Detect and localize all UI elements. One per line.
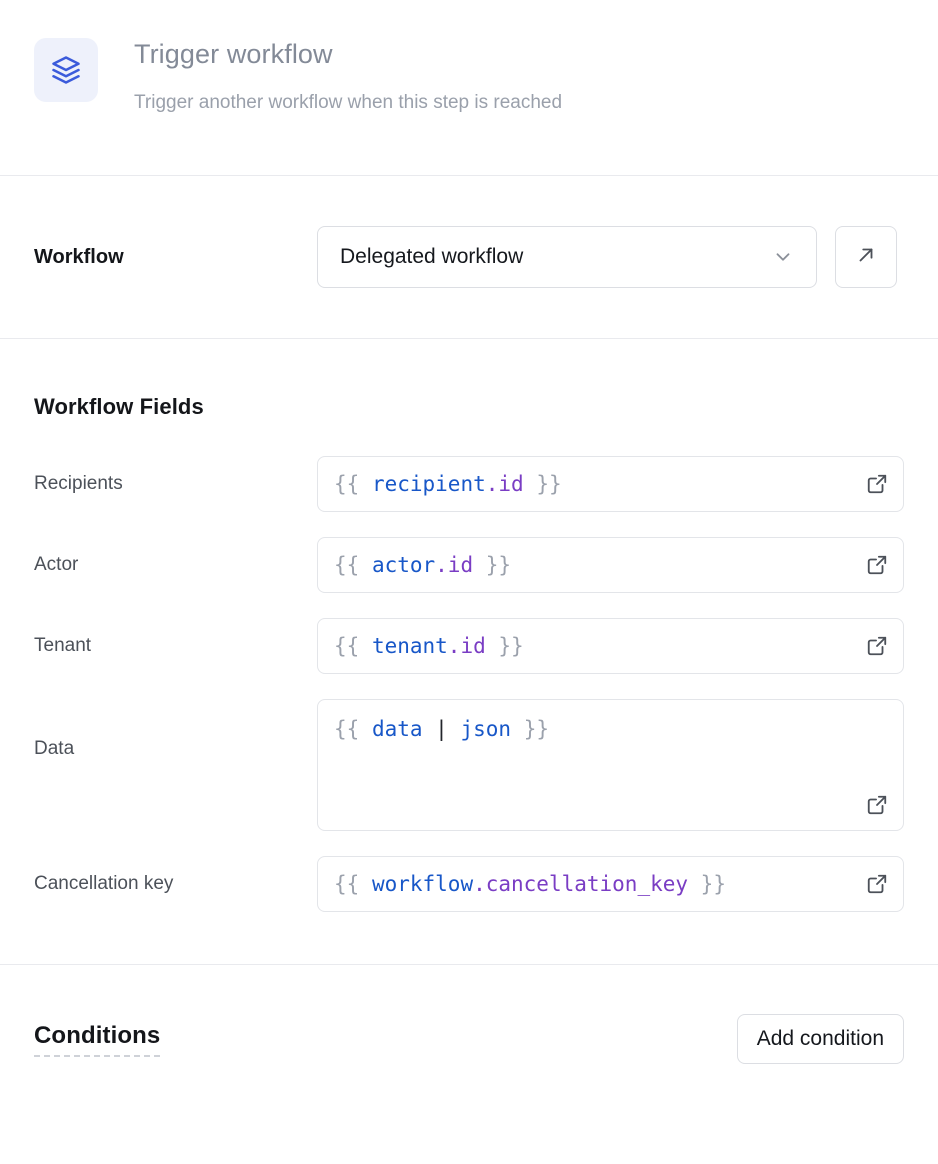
template-value: {{ workflow.cancellation_key }} bbox=[334, 872, 726, 896]
page-subtitle: Trigger another workflow when this step … bbox=[134, 92, 563, 113]
template-input[interactable]: {{ workflow.cancellation_key }} bbox=[317, 856, 904, 912]
field-label: Cancellation key bbox=[34, 873, 174, 894]
divider-conditions bbox=[0, 964, 938, 965]
layers-stack-icon bbox=[34, 38, 98, 102]
external-link-icon[interactable] bbox=[866, 794, 888, 816]
workflow-fields-list: Recipients {{ recipient.id }} Actor {{ acto… bbox=[34, 456, 904, 912]
section-title-workflow-fields: Workflow Fields bbox=[34, 394, 204, 419]
chevron-down-icon bbox=[772, 246, 794, 268]
field-row: Tenant {{ tenant.id }} bbox=[34, 618, 904, 674]
external-link-icon[interactable] bbox=[866, 635, 888, 657]
field-row: Data {{ data | json }} bbox=[34, 699, 904, 831]
page-title: Trigger workflow bbox=[134, 39, 333, 69]
conditions-title: Conditions bbox=[34, 1022, 161, 1057]
external-link-icon[interactable] bbox=[866, 554, 888, 576]
workflow-label: Workflow bbox=[34, 245, 124, 268]
field-label: Actor bbox=[34, 554, 79, 575]
template-input[interactable]: {{ actor.id }} bbox=[317, 537, 904, 593]
field-label: Data bbox=[34, 738, 75, 759]
add-condition-button[interactable]: Add condition bbox=[736, 1014, 904, 1064]
open-workflow-button[interactable] bbox=[835, 226, 897, 288]
field-label: Tenant bbox=[34, 635, 92, 656]
template-input[interactable]: {{ recipient.id }} bbox=[317, 456, 904, 512]
arrow-up-right-icon bbox=[855, 244, 877, 271]
template-value: {{ actor.id }} bbox=[334, 553, 512, 577]
conditions-spacer bbox=[0, 912, 938, 964]
panel-header: Trigger workflow Trigger another workflo… bbox=[0, 0, 938, 175]
workflow-select-row: Workflow Delegated workflow bbox=[0, 176, 938, 338]
field-label: Recipients bbox=[34, 473, 123, 494]
template-value: {{ tenant.id }} bbox=[334, 634, 524, 658]
field-row: Actor {{ actor.id }} bbox=[34, 537, 904, 593]
header-text-group: Trigger workflow Trigger another workflo… bbox=[134, 35, 562, 115]
workflow-select[interactable]: Delegated workflow bbox=[317, 226, 817, 288]
template-textarea[interactable]: {{ data | json }} bbox=[317, 699, 904, 831]
workflow-select-wrap: Delegated workflow bbox=[317, 226, 817, 288]
template-value: {{ recipient.id }} bbox=[334, 472, 562, 496]
conditions-row: Conditions Add condition bbox=[0, 965, 938, 1113]
external-link-icon[interactable] bbox=[866, 873, 888, 895]
template-value: {{ data | json }} bbox=[334, 717, 549, 741]
template-input[interactable]: {{ tenant.id }} bbox=[317, 618, 904, 674]
workflow-select-value: Delegated workflow bbox=[340, 245, 524, 268]
field-row: Recipients {{ recipient.id }} bbox=[34, 456, 904, 512]
workflow-fields-section: Workflow Fields Recipients {{ recipient.i… bbox=[0, 339, 938, 912]
divider-workflow bbox=[0, 338, 938, 339]
external-link-icon[interactable] bbox=[866, 473, 888, 495]
field-row: Cancellation key {{ workflow.cancellation… bbox=[34, 856, 904, 912]
divider-header bbox=[0, 175, 938, 176]
